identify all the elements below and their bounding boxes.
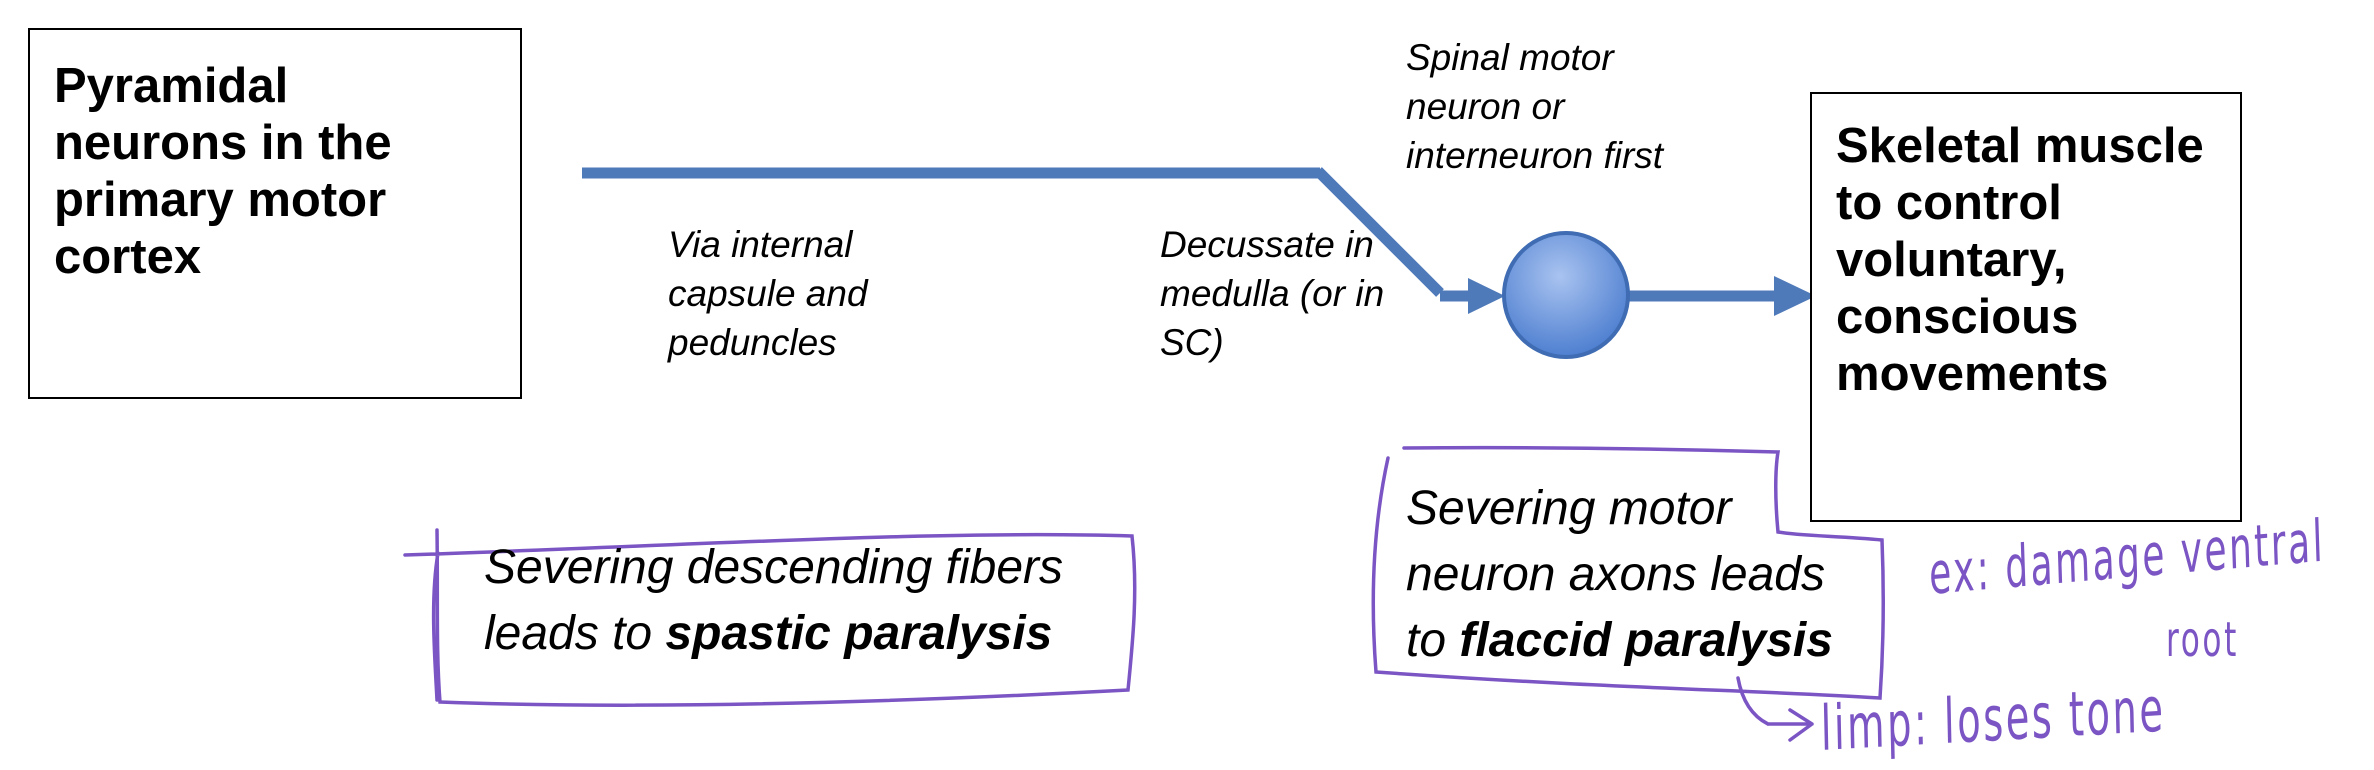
flaccid-paralysis-emphasis: flaccid paralysis xyxy=(1459,614,1833,667)
limp-pointer-arrow xyxy=(1736,676,1814,742)
spinal-motor-label: Spinal motor neuron or interneuron first xyxy=(1406,37,1664,176)
source-box: Pyramidal neurons in the primary motor c… xyxy=(28,28,522,399)
descending-pathway xyxy=(582,167,1778,302)
spastic-callout-text: Severing descending fibers leads to spas… xyxy=(484,535,1104,667)
arrowhead-to-muscle xyxy=(1774,276,1816,316)
target-box-text: Skeletal muscle to control voluntary, co… xyxy=(1836,119,2204,401)
internal-capsule-label: Via internal capsule and peduncles xyxy=(668,224,868,363)
arrowhead-to-neuron xyxy=(1468,278,1505,314)
flaccid-callout-prefix: Severing motor neuron axons leads to xyxy=(1406,482,1825,667)
decussate-label: Decussate in medulla (or in SC) xyxy=(1160,224,1385,363)
source-box-text: Pyramidal neurons in the primary motor c… xyxy=(54,59,392,284)
spastic-callout-prefix: Severing descending fibers leads to xyxy=(484,541,1064,660)
spastic-callout-box xyxy=(403,528,1137,707)
target-box: Skeletal muscle to control voluntary, co… xyxy=(1810,92,2242,522)
spastic-paralysis-emphasis: spastic paralysis xyxy=(665,607,1053,660)
lower-motor-neuron-circle xyxy=(1502,231,1630,359)
flaccid-callout-box xyxy=(1371,445,1886,700)
flaccid-callout-text: Severing motor neuron axons leads to fla… xyxy=(1406,476,1876,674)
handwritten-example-line2: root xyxy=(2166,612,2239,668)
